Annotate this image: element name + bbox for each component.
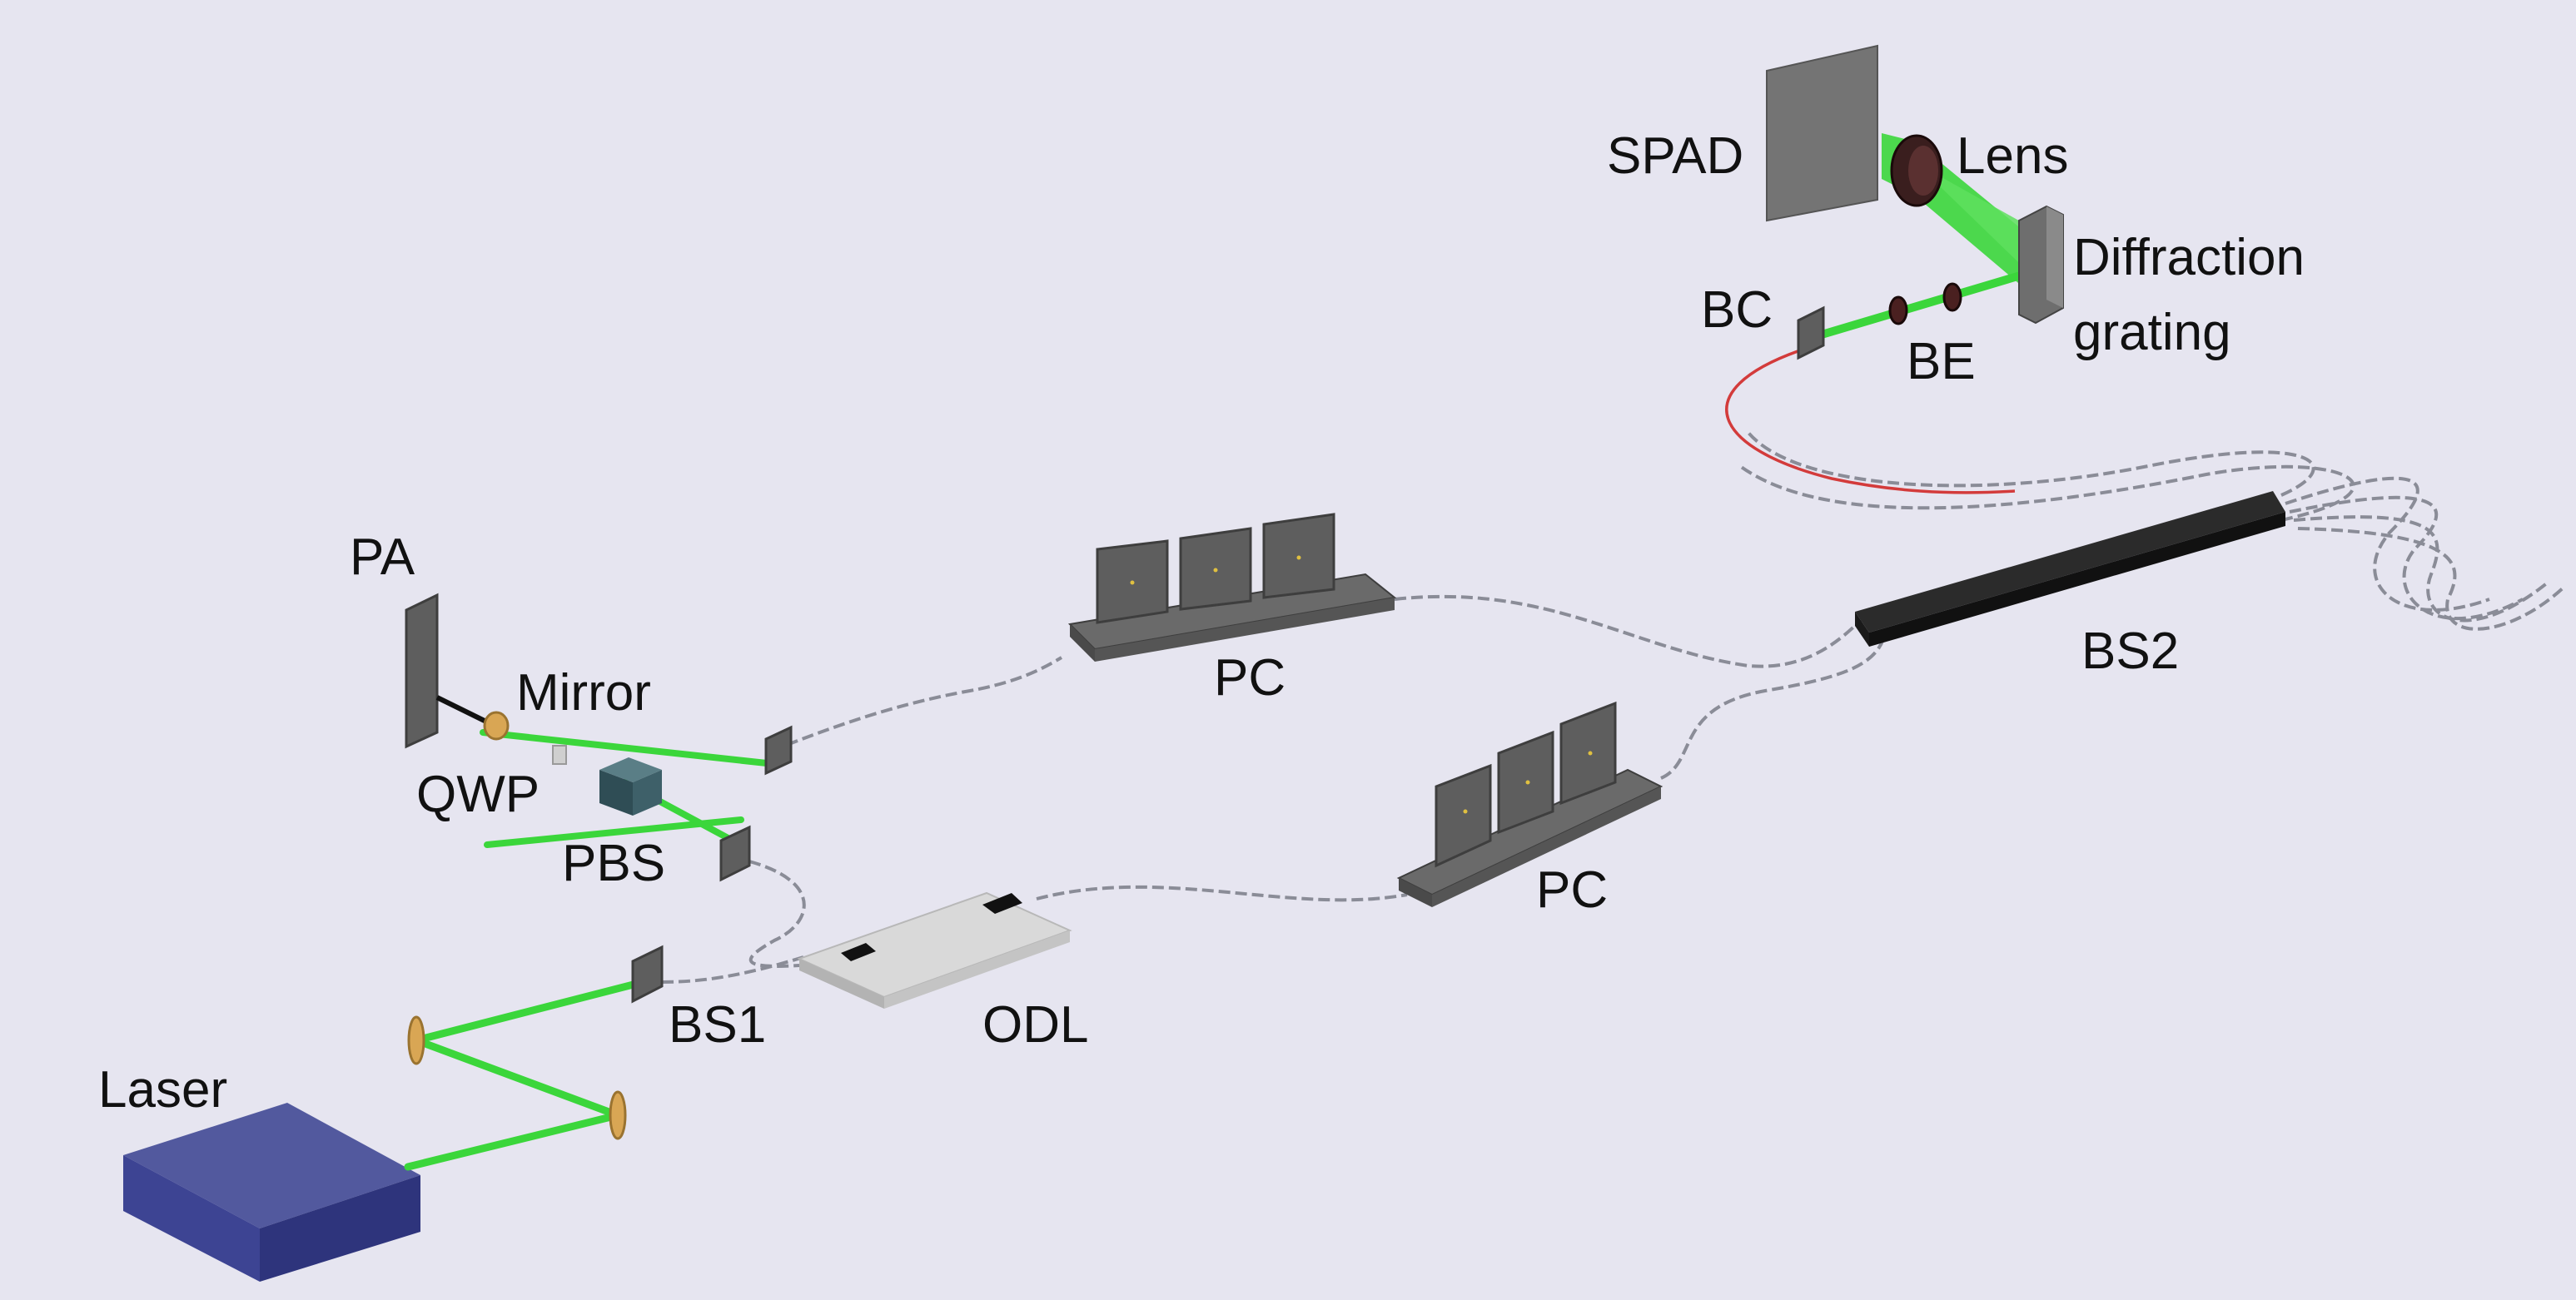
beam-mirror2-to-mirror1 xyxy=(412,1036,622,1119)
steering-mirror-2 xyxy=(609,1090,627,1140)
labels: SPAD Lens Diffraction grating BC BE PA M… xyxy=(98,127,2305,1119)
mirror-element xyxy=(483,711,510,741)
be-lens-2 xyxy=(1942,282,1962,312)
fiber-bc-red xyxy=(1725,348,2016,494)
bs2-side xyxy=(1869,512,2285,647)
label-mirror: Mirror xyxy=(516,664,651,722)
fiber-pbs-odl xyxy=(748,860,806,968)
fiber-pbs-pc-upper xyxy=(786,656,1063,747)
odl-port-2 xyxy=(982,893,1022,914)
label-pbs: PBS xyxy=(562,835,665,892)
pa-plate xyxy=(405,593,439,749)
pbs-cube-front xyxy=(599,770,633,816)
laser xyxy=(123,1103,420,1282)
fibers xyxy=(661,348,2566,984)
fiber-odl-pc-lower xyxy=(1036,885,1408,902)
label-laser: Laser xyxy=(98,1061,227,1119)
beam-pbs-to-pa xyxy=(435,695,493,727)
odl-plate-side xyxy=(884,930,1070,1009)
pc-lower-component xyxy=(1396,701,1663,907)
laser-top-face xyxy=(123,1103,420,1228)
label-pc-lower: PC xyxy=(1536,861,1608,919)
beam-laser-to-mirror2 xyxy=(404,1111,622,1171)
fiber-bs1-odl xyxy=(661,955,804,984)
beam-mirror1-to-bs1 xyxy=(412,976,654,1044)
beam-grating-splay xyxy=(1915,162,2044,283)
label-qwp: QWP xyxy=(416,766,540,823)
pc-upper-component xyxy=(1067,513,1397,662)
fiber-bs2-loop-3 xyxy=(2285,476,2490,612)
fiber-pc-lower-bs2 xyxy=(1660,638,1885,780)
steering-mirror-1 xyxy=(407,1015,425,1065)
label-bc: BC xyxy=(1701,281,1773,339)
pbs-upper-port xyxy=(764,725,793,776)
bs2-component xyxy=(1855,491,2285,647)
odl-component xyxy=(797,891,1072,1009)
label-odl: ODL xyxy=(982,996,1088,1054)
input-beam-path xyxy=(404,976,654,1171)
laser-front-face xyxy=(123,1155,260,1282)
fiber-bs2-loop-6 xyxy=(2297,527,2566,631)
pbs-cube-side xyxy=(633,770,662,816)
pbs-cube-top xyxy=(599,757,662,782)
label-diffraction-line2: grating xyxy=(2073,304,2231,361)
label-bs2: BS2 xyxy=(2081,623,2179,680)
bc-plate xyxy=(1797,305,1825,360)
bs1-component xyxy=(631,945,664,1004)
bs2-end xyxy=(1855,612,1869,647)
label-spad: SPAD xyxy=(1607,127,1743,185)
qwp-element xyxy=(552,745,567,765)
bs2-top xyxy=(1855,491,2285,633)
fiber-bs2-loop-5 xyxy=(2293,515,2549,623)
pbs-assembly xyxy=(405,593,793,882)
label-pc-upper: PC xyxy=(1214,649,1286,707)
fiber-bs2-loop-1 xyxy=(1747,431,2315,497)
label-diffraction-line1: Diffraction xyxy=(2073,229,2305,286)
odl-plate-edge xyxy=(799,959,884,1009)
pbs-lower-port xyxy=(719,825,751,882)
label-be: BE xyxy=(1907,333,1976,390)
spad-plate xyxy=(1766,44,1878,222)
label-bs1: BS1 xyxy=(669,996,766,1054)
beam-bc-to-grating xyxy=(1809,270,2027,341)
laser-side-face xyxy=(260,1175,420,1282)
label-lens: Lens xyxy=(1957,127,2068,185)
odl-port-1 xyxy=(841,943,876,961)
be-lens-1 xyxy=(1888,295,1908,325)
beam-pbs-horizontal xyxy=(480,729,778,767)
spectrometer-assembly xyxy=(1766,44,2064,360)
fiber-bs2-loop-2 xyxy=(1738,464,2355,522)
fiber-pc-upper-bs2 xyxy=(1394,594,1862,668)
label-pa: PA xyxy=(350,528,415,586)
